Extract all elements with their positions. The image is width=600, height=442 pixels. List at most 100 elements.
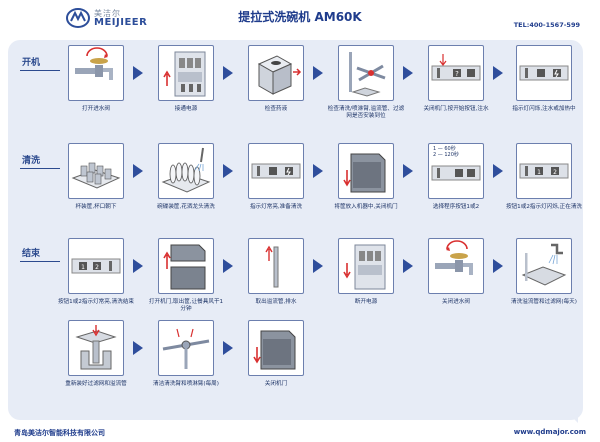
button-1-2-icon: 1 2 — [71, 258, 121, 274]
step-power-off — [338, 238, 394, 294]
next-arrow-icon — [403, 164, 413, 178]
logo-mark-icon — [66, 8, 90, 28]
step-caption: 清洗溢流管和过滤网(每天) — [511, 299, 577, 305]
next-arrow-icon — [223, 66, 233, 80]
step-caption: 打开机门,取出筐,让餐具风干1分钟 — [148, 299, 224, 312]
step-caption: 杯装筐,杯口朝下 — [75, 204, 117, 210]
step-caption: 关闭机门,按开始按钮,注水 — [423, 106, 489, 112]
step-open-door-remove — [158, 238, 214, 294]
brand-logo: 美洁尔 MEIJIEER — [66, 6, 156, 32]
step-close-door — [248, 320, 304, 376]
row-label-start: 开机 — [22, 58, 41, 68]
wash-arm-icon — [349, 52, 386, 97]
machine-closed-icon — [253, 330, 296, 370]
next-arrow-icon — [223, 341, 233, 355]
next-arrow-icon — [403, 259, 413, 273]
next-arrow-icon — [223, 259, 233, 273]
step-check-arms-filters — [338, 45, 394, 101]
plate-rack-icon — [161, 147, 211, 193]
filter-clean-icon — [521, 243, 567, 286]
row-divider — [20, 70, 60, 71]
breaker-off-icon — [343, 244, 386, 290]
svg-text:1: 1 — [537, 169, 541, 176]
next-arrow-icon — [313, 66, 323, 80]
step-close-door-start: ? — [428, 45, 484, 101]
row-label-wash: 清洗 — [22, 156, 41, 166]
page-title: 提拉式洗碗机 AM60K — [238, 10, 362, 24]
control-panel-icon: ? — [431, 54, 481, 81]
panel-corner-tab — [560, 405, 578, 423]
company-name: 青岛美洁尔智能科技有限公司 — [14, 429, 105, 437]
step-load-cups — [68, 143, 124, 199]
next-arrow-icon — [493, 66, 503, 80]
cup-rack-icon — [71, 162, 121, 189]
program-duration-list: 1 — 60秒 2 — 120秒 — [433, 146, 459, 158]
next-arrow-icon — [133, 341, 143, 355]
step-caption: 按钮1或2指示灯闪烁,正在清洗 — [505, 204, 583, 210]
logo-english-text: MEIJIEER — [94, 17, 148, 28]
step-caption: 重新装好过滤网和溢流管 — [65, 381, 127, 387]
step-caption: 指示灯闪烁,注水或加热中 — [512, 106, 576, 112]
step-caption: 关闭进水阀 — [442, 299, 470, 305]
next-arrow-icon — [403, 66, 413, 80]
step-load-plates — [158, 143, 214, 199]
next-arrow-icon — [223, 164, 233, 178]
next-arrow-icon — [133, 66, 143, 80]
step-reinstall-filter — [68, 320, 124, 376]
step-close-water-valve — [428, 238, 484, 294]
control-panel-steady-icon — [251, 163, 301, 179]
step-caption: 关闭机门 — [264, 381, 288, 387]
step-caption: 选择程序按钮1或2 — [432, 204, 480, 210]
header-bar: 美洁尔 MEIJIEER 提拉式洗碗机 AM60K TEL:400-1567-5… — [0, 0, 600, 40]
program-select-icon — [431, 165, 481, 181]
step-wash-finished: 1 2 — [68, 238, 124, 294]
next-arrow-icon — [133, 259, 143, 273]
overflow-pipe-icon — [265, 245, 279, 288]
step-clean-wash-arms — [158, 320, 214, 376]
step-insert-basket — [338, 143, 394, 199]
step-caption: 取出溢流管,排水 — [255, 299, 297, 305]
step-caption: 接通电源 — [174, 106, 198, 112]
next-arrow-icon — [313, 164, 323, 178]
step-remove-overflow-pipe — [248, 238, 304, 294]
faucet-close-icon — [435, 240, 473, 275]
step-power-on — [158, 45, 214, 101]
phone-number: TEL:400-1567-599 — [513, 21, 580, 29]
step-caption: 打开进水阀 — [82, 106, 110, 112]
step-open-water-valve — [68, 45, 124, 101]
step-caption: 指示灯常亮,准备清洗 — [249, 204, 303, 210]
company-website: www.qdmajor.com — [513, 428, 586, 436]
program-1-duration: 1 — 60秒 — [433, 146, 456, 152]
breaker-icon — [163, 51, 206, 97]
faucet-icon — [75, 47, 113, 80]
next-arrow-icon — [493, 259, 503, 273]
step-clean-filters — [516, 238, 572, 294]
svg-text:2: 2 — [95, 264, 99, 271]
step-caption: 按钮1或2指示灯常亮,清洗结束 — [57, 299, 135, 305]
wash-arm-clean-icon — [162, 328, 210, 369]
next-arrow-icon — [493, 164, 503, 178]
program-2-duration: 2 — 120秒 — [433, 152, 459, 158]
filter-install-icon — [75, 325, 117, 370]
step-indicator-steady — [248, 143, 304, 199]
control-panel-flash-icon — [519, 65, 569, 81]
control-panel-flash-icon: 1 2 — [519, 163, 569, 179]
machine-icon — [343, 153, 386, 193]
row-divider — [20, 261, 60, 262]
step-caption: 碗碟装筐,花洒龙头清洗 — [157, 204, 215, 210]
step-check-detergent — [248, 45, 304, 101]
step-caption: 检查药液 — [264, 106, 288, 112]
step-caption: 断开电源 — [354, 299, 378, 305]
svg-text:1: 1 — [81, 264, 85, 271]
machine-open-icon — [163, 244, 206, 290]
detergent-icon — [257, 55, 302, 95]
step-caption: 清洁清洗臂和喷淋臂(每周) — [153, 381, 219, 387]
next-arrow-icon — [133, 164, 143, 178]
step-indicator-flashing — [516, 45, 572, 101]
step-caption: 将筐放入机器中,关闭机门 — [334, 204, 398, 210]
step-select-program: 1 — 60秒 2 — 120秒 — [428, 143, 484, 199]
logo-chinese-text: 美洁尔 — [94, 9, 121, 18]
step-washing-flashing: 1 2 — [516, 143, 572, 199]
svg-text:2: 2 — [553, 169, 557, 176]
